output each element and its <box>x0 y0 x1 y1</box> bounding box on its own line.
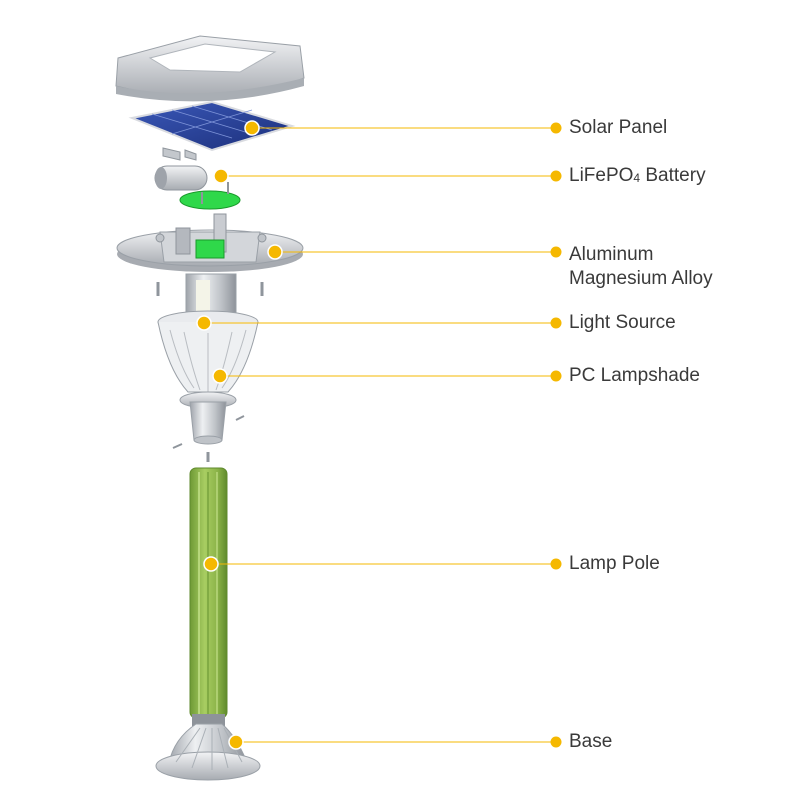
lamp-pole-part <box>190 468 227 726</box>
label-aluminum-line1: Aluminum <box>569 243 653 267</box>
callout-dot-end-lampshade <box>551 371 562 382</box>
callout-dot-end-base <box>551 737 562 748</box>
callout-leaders <box>197 121 562 749</box>
callout-dot-anchor-battery <box>214 169 228 183</box>
battery-part <box>155 166 207 190</box>
callout-dot-anchor-light-source <box>197 316 211 330</box>
callout-dot-anchor-base <box>229 735 243 749</box>
callout-dot-end-battery <box>551 171 562 182</box>
label-solar-panel: Solar Panel <box>569 116 667 140</box>
top-cap <box>116 36 304 101</box>
callout-dot-anchor-solar-panel <box>245 121 259 135</box>
bracket-parts <box>163 148 196 160</box>
callout-dot-anchor-lamp-pole <box>204 557 218 571</box>
callout-dot-end-aluminum <box>551 247 562 258</box>
base-part <box>156 724 260 780</box>
label-pc-lampshade: PC Lampshade <box>569 364 700 388</box>
callout-dot-end-solar-panel <box>551 123 562 134</box>
callout-dot-end-lamp-pole <box>551 559 562 570</box>
label-light-source: Light Source <box>569 311 676 335</box>
solar-panel-part <box>132 102 292 150</box>
battery-label-suffix: Battery <box>640 165 705 186</box>
battery-label-prefix: LiFePO <box>569 165 633 186</box>
callout-dot-end-light-source <box>551 318 562 329</box>
callout-dot-anchor-aluminum <box>268 245 282 259</box>
label-base: Base <box>569 730 612 754</box>
connector-part <box>173 392 244 462</box>
label-aluminum-line2: Magnesium Alloy <box>569 267 713 291</box>
label-lamp-pole: Lamp Pole <box>569 552 660 576</box>
callout-dot-anchor-lampshade <box>213 369 227 383</box>
label-lifepo4-battery: LiFePO4 Battery <box>569 164 706 190</box>
